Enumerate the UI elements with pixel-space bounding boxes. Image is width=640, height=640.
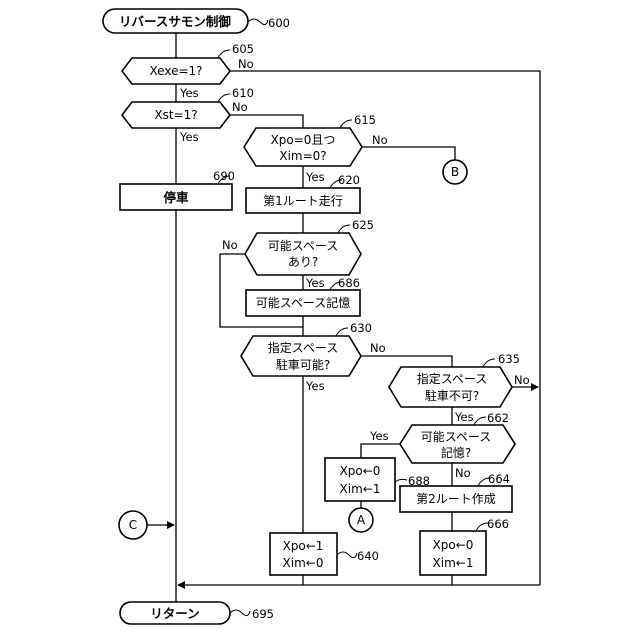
svg-text:B: B <box>451 165 459 179</box>
svg-text:可能スペース: 可能スペース <box>268 239 339 253</box>
decision-625: 可能スペース あり? 625 <box>245 218 374 275</box>
svg-text:あり?: あり? <box>288 255 318 269</box>
connector-c: C <box>119 511 147 539</box>
svg-text:615: 615 <box>354 113 376 127</box>
svg-text:停車: 停車 <box>163 190 189 205</box>
label-615-no: No <box>372 133 388 147</box>
connector-b: B <box>443 160 467 184</box>
svg-text:Xpo=0且つ: Xpo=0且つ <box>271 133 336 147</box>
svg-text:Xim←1: Xim←1 <box>340 482 381 496</box>
label-662-yes: Yes <box>369 429 389 443</box>
svg-text:A: A <box>357 513 366 527</box>
svg-text:610: 610 <box>232 86 254 100</box>
label-605-no: No <box>238 57 254 71</box>
process-640: Xpo←1 Xim←0 640 <box>270 533 379 575</box>
svg-text:664: 664 <box>488 472 510 486</box>
svg-text:Xim=0?: Xim=0? <box>279 149 326 163</box>
decision-630: 指定スペース 駐車可能? 630 <box>241 321 372 376</box>
svg-text:記憶?: 記憶? <box>441 445 471 460</box>
svg-text:605: 605 <box>232 42 254 56</box>
label-615-yes: Yes <box>305 170 325 184</box>
process-666: Xpo←0 Xim←1 666 <box>420 517 509 575</box>
svg-text:640: 640 <box>357 549 379 563</box>
svg-text:指定スペース: 指定スペース <box>268 340 339 355</box>
svg-text:635: 635 <box>498 352 520 366</box>
svg-text:600: 600 <box>268 16 290 30</box>
svg-text:駐車不可?: 駐車不可? <box>425 388 479 403</box>
process-690: 停車 690 <box>120 169 235 210</box>
label-630-yes: Yes <box>305 379 325 393</box>
start-terminal: リバースサモン制御 600 <box>103 9 290 33</box>
svg-text:Xexe=1?: Xexe=1? <box>149 64 202 78</box>
svg-text:686: 686 <box>338 276 360 290</box>
connector-a: A <box>349 508 373 532</box>
svg-text:Xpo←0: Xpo←0 <box>433 538 474 552</box>
svg-text:Xim←1: Xim←1 <box>433 556 474 570</box>
svg-text:620: 620 <box>338 173 360 187</box>
svg-text:可能スペース: 可能スペース <box>421 430 492 444</box>
label-625-yes: Yes <box>305 276 325 290</box>
label-635-yes: Yes <box>454 410 474 424</box>
svg-text:662: 662 <box>487 411 509 425</box>
svg-text:695: 695 <box>252 607 274 621</box>
decision-615: Xpo=0且つ Xim=0? 615 <box>244 113 376 166</box>
svg-text:第1ルート走行: 第1ルート走行 <box>263 194 343 208</box>
decision-605: Xexe=1? 605 <box>122 42 254 84</box>
svg-text:Xst=1?: Xst=1? <box>154 108 197 122</box>
svg-text:可能スペース記憶: 可能スペース記憶 <box>256 295 351 310</box>
svg-text:690: 690 <box>213 169 235 183</box>
svg-text:駐車可能?: 駐車可能? <box>276 357 330 372</box>
svg-text:C: C <box>129 518 137 532</box>
svg-text:625: 625 <box>352 218 374 232</box>
svg-text:リバースサモン制御: リバースサモン制御 <box>119 14 231 29</box>
label-662-no: No <box>455 466 471 480</box>
svg-text:630: 630 <box>350 321 372 335</box>
label-610-no: No <box>232 100 248 114</box>
svg-text:Xim←0: Xim←0 <box>283 556 324 570</box>
label-635-no: No <box>514 373 530 387</box>
label-625-no: No <box>222 238 238 252</box>
svg-text:666: 666 <box>487 517 509 531</box>
label-630-no: No <box>370 341 386 355</box>
svg-text:リターン: リターン <box>150 606 199 621</box>
end-terminal: リターン 695 <box>120 602 274 624</box>
svg-text:指定スペース: 指定スペース <box>417 371 488 386</box>
svg-text:第2ルート作成: 第2ルート作成 <box>416 492 496 506</box>
label-610-yes: Yes <box>179 130 199 144</box>
decision-635: 指定スペース 駐車不可? 635 <box>389 352 520 407</box>
svg-text:Xpo←1: Xpo←1 <box>283 539 324 553</box>
label-605-yes: Yes <box>179 86 199 100</box>
svg-text:Xpo←0: Xpo←0 <box>340 464 381 478</box>
